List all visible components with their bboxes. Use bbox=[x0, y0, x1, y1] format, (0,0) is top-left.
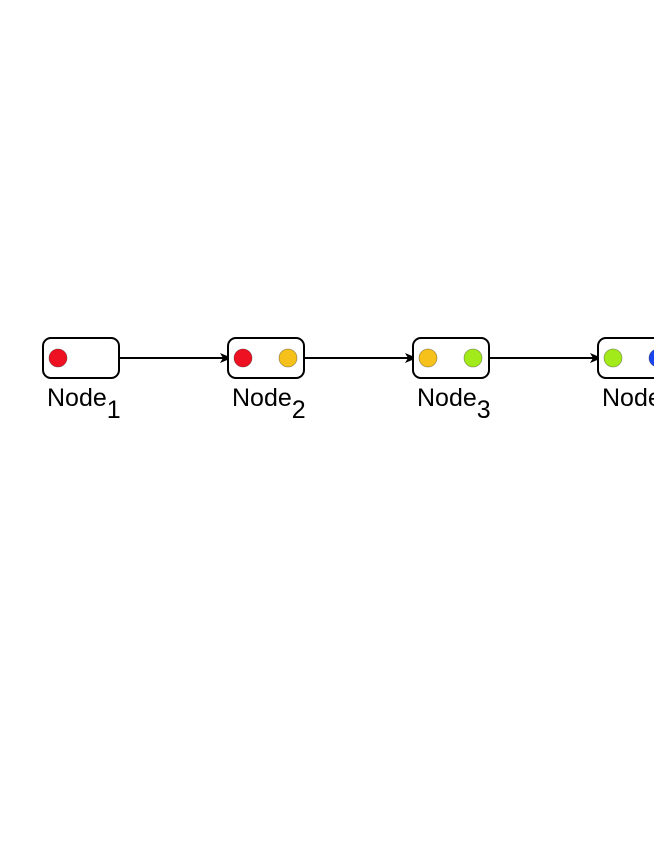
node-label-subscript: 3 bbox=[477, 396, 491, 424]
node-label-subscript: 1 bbox=[107, 396, 121, 424]
node-label-text: Node bbox=[47, 384, 107, 412]
node-box bbox=[597, 337, 654, 379]
node-label-text: Node bbox=[232, 384, 292, 412]
node-1: Node1 bbox=[42, 337, 121, 424]
node-label-text: Node bbox=[417, 384, 477, 412]
node-4: Node4 bbox=[597, 337, 654, 424]
node-dot bbox=[463, 348, 483, 368]
node-3: Node3 bbox=[412, 337, 491, 424]
node-box bbox=[412, 337, 490, 379]
node-label-subscript: 2 bbox=[292, 396, 306, 424]
node-label: Node3 bbox=[417, 384, 491, 424]
node-dot bbox=[603, 348, 623, 368]
node-label: Node1 bbox=[47, 384, 121, 424]
node-label-text: Node bbox=[602, 384, 654, 412]
node-dot bbox=[233, 348, 253, 368]
node-2: Node2 bbox=[227, 337, 306, 424]
node-dot bbox=[278, 348, 298, 368]
node-dot bbox=[48, 348, 68, 368]
nodes-layer: Node1Node2Node3Node4 bbox=[42, 337, 654, 424]
node-box bbox=[227, 337, 305, 379]
node-label: Node2 bbox=[232, 384, 306, 424]
node-box bbox=[42, 337, 120, 379]
node-dot bbox=[648, 349, 654, 367]
node-dot bbox=[418, 348, 438, 368]
node-label: Node4 bbox=[602, 384, 654, 424]
